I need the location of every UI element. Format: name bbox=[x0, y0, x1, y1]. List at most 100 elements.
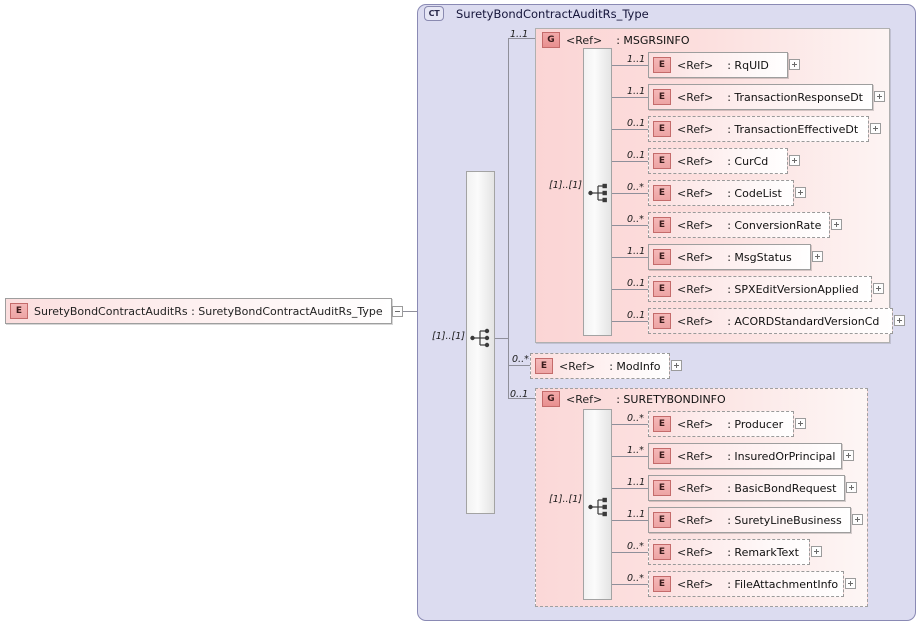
child-connector-transactionresponsedt bbox=[612, 97, 648, 98]
element-ref-label: <Ref> bbox=[677, 314, 714, 328]
element-name-fileattachmentinfo: : FileAttachmentInfo bbox=[727, 577, 839, 591]
cardinality-codelist: 0..* bbox=[627, 182, 644, 193]
child-connector-conversionrate bbox=[612, 225, 648, 226]
element-ref-label: <Ref> bbox=[677, 58, 714, 72]
branch-connector-msgrsinfo bbox=[508, 38, 535, 39]
element-name-basicbondrequest: : BasicBondRequest bbox=[727, 481, 837, 495]
cardinality-insuredorprincipal: 1..* bbox=[627, 445, 644, 456]
element-ref-label: <Ref> bbox=[677, 481, 714, 495]
child-connector-rquid bbox=[612, 65, 648, 66]
cardinality-remarktext: 0..* bbox=[627, 541, 644, 552]
complextype-title: SuretyBondContractAuditRs_Type bbox=[456, 6, 649, 21]
expand-toggle-insuredorprincipal[interactable] bbox=[843, 450, 854, 461]
root-collapse-toggle-icon[interactable] bbox=[392, 306, 403, 317]
expand-toggle-producer[interactable] bbox=[795, 418, 806, 429]
sequence-compositor-icon-suretybondinfo bbox=[588, 496, 610, 521]
element-box-acordstandardversioncd[interactable]: E <Ref> : ACORDStandardVersionCd bbox=[648, 308, 893, 334]
group-header-suretybondinfo[interactable]: G <Ref> : SURETYBONDINFO bbox=[542, 391, 726, 407]
element-ref-label: <Ref> bbox=[677, 545, 714, 559]
expand-toggle-remarktext[interactable] bbox=[811, 546, 822, 557]
child-connector-fileattachmentinfo bbox=[612, 584, 648, 585]
element-name-transactionresponsedt: : TransactionResponseDt bbox=[727, 90, 863, 104]
element-box-transactionresponsedt[interactable]: E <Ref> : TransactionResponseDt bbox=[648, 84, 873, 110]
element-badge-icon: E bbox=[653, 57, 671, 73]
expand-toggle-conversionrate[interactable] bbox=[831, 219, 842, 230]
element-name-producer: : Producer bbox=[727, 417, 784, 431]
root-element-box[interactable]: E SuretyBondContractAuditRs : SuretyBond… bbox=[5, 298, 392, 324]
cardinality-modinfo: 0..* bbox=[512, 354, 529, 365]
element-box-fileattachmentinfo[interactable]: E <Ref> : FileAttachmentInfo bbox=[648, 571, 844, 597]
expand-toggle-transactionresponsedt[interactable] bbox=[874, 91, 885, 102]
cardinality-acordstandardversioncd: 0..1 bbox=[627, 310, 646, 321]
element-box-producer[interactable]: E <Ref> : Producer bbox=[648, 411, 794, 437]
expand-toggle-transactioneffectivedt[interactable] bbox=[870, 123, 881, 134]
element-name-suretylinebusiness: : SuretyLineBusiness bbox=[727, 513, 842, 527]
cardinality-transactionresponsedt: 1..1 bbox=[627, 86, 646, 97]
element-box-basicbondrequest[interactable]: E <Ref> : BasicBondRequest bbox=[648, 475, 845, 501]
element-ref-label: <Ref> bbox=[677, 417, 714, 431]
element-name-msgstatus: : MsgStatus bbox=[727, 250, 792, 264]
element-badge-icon: E bbox=[653, 89, 671, 105]
complextype-badge-icon: CT bbox=[424, 6, 444, 21]
element-ref-label: <Ref> bbox=[677, 513, 714, 527]
expand-toggle-fileattachmentinfo[interactable] bbox=[845, 578, 856, 589]
expand-toggle-basicbondrequest[interactable] bbox=[846, 482, 857, 493]
group-header-msgrsinfo[interactable]: G <Ref> : MSGRSINFO bbox=[542, 32, 690, 48]
child-connector-msgstatus bbox=[612, 257, 648, 258]
expand-toggle-codelist[interactable] bbox=[795, 187, 806, 198]
element-box-curcd[interactable]: E <Ref> : CurCd bbox=[648, 148, 788, 174]
element-box-insuredorprincipal[interactable]: E <Ref> : InsuredOrPrincipal bbox=[648, 443, 842, 469]
cardinality-producer: 0..* bbox=[627, 413, 644, 424]
element-name-modinfo: : ModInfo bbox=[609, 359, 661, 373]
expand-toggle-spxeditversionapplied[interactable] bbox=[873, 283, 884, 294]
element-name-remarktext: : RemarkText bbox=[727, 545, 799, 559]
element-box-spxeditversionapplied[interactable]: E <Ref> : SPXEditVersionApplied bbox=[648, 276, 872, 302]
element-ref-label: <Ref> bbox=[677, 218, 714, 232]
element-badge-icon: E bbox=[653, 185, 671, 201]
element-box-conversionrate[interactable]: E <Ref> : ConversionRate bbox=[648, 212, 830, 238]
branch-connector-suretybondinfo bbox=[508, 398, 535, 399]
element-ref-label: <Ref> bbox=[677, 577, 714, 591]
element-name-codelist: : CodeList bbox=[727, 186, 782, 200]
element-box-transactioneffectivedt[interactable]: E <Ref> : TransactionEffectiveDt bbox=[648, 116, 869, 142]
element-name-acordstandardversioncd: : ACORDStandardVersionCd bbox=[727, 314, 880, 328]
element-badge-icon: E bbox=[10, 303, 28, 319]
element-box-modinfo[interactable]: E <Ref> : ModInfo bbox=[530, 353, 670, 379]
child-connector-curcd bbox=[612, 161, 648, 162]
child-connector-basicbondrequest bbox=[612, 488, 648, 489]
element-box-rquid[interactable]: E <Ref> : RqUID bbox=[648, 52, 788, 78]
element-ref-label: <Ref> bbox=[677, 449, 714, 463]
expand-toggle-acordstandardversioncd[interactable] bbox=[894, 315, 905, 326]
child-connector-spxeditversionapplied bbox=[612, 289, 648, 290]
branch-connector-modinfo bbox=[508, 365, 530, 366]
element-box-msgstatus[interactable]: E <Ref> : MsgStatus bbox=[648, 244, 811, 270]
child-connector-acordstandardversioncd bbox=[612, 321, 648, 322]
child-connector-remarktext bbox=[612, 552, 648, 553]
element-badge-icon: E bbox=[653, 153, 671, 169]
root-to-ct-connector bbox=[403, 311, 420, 312]
expand-toggle-modinfo[interactable] bbox=[671, 360, 682, 371]
element-box-suretylinebusiness[interactable]: E <Ref> : SuretyLineBusiness bbox=[648, 507, 851, 533]
element-box-remarktext[interactable]: E <Ref> : RemarkText bbox=[648, 539, 810, 565]
element-name-insuredorprincipal: : InsuredOrPrincipal bbox=[727, 449, 836, 463]
element-badge-icon: E bbox=[653, 249, 671, 265]
child-connector-codelist bbox=[612, 193, 648, 194]
outer-sequence-compositor-icon bbox=[470, 327, 492, 352]
outer-bar-out-connector bbox=[495, 338, 508, 339]
element-box-codelist[interactable]: E <Ref> : CodeList bbox=[648, 180, 794, 206]
element-badge-icon: E bbox=[653, 416, 671, 432]
element-ref-label: <Ref> bbox=[677, 250, 714, 264]
element-name-rquid: : RqUID bbox=[727, 58, 769, 72]
element-badge-icon: E bbox=[653, 217, 671, 233]
cardinality-spxeditversionapplied: 0..1 bbox=[627, 278, 646, 289]
element-badge-icon: E bbox=[653, 313, 671, 329]
sequence-bar-msgrsinfo bbox=[583, 48, 612, 336]
cardinality-curcd: 0..1 bbox=[627, 150, 646, 161]
element-badge-icon: E bbox=[653, 480, 671, 496]
expand-toggle-suretylinebusiness[interactable] bbox=[852, 514, 863, 525]
cardinality-rquid: 1..1 bbox=[627, 54, 646, 65]
child-connector-producer bbox=[612, 424, 648, 425]
expand-toggle-msgstatus[interactable] bbox=[812, 251, 823, 262]
expand-toggle-curcd[interactable] bbox=[789, 155, 800, 166]
expand-toggle-rquid[interactable] bbox=[789, 59, 800, 70]
